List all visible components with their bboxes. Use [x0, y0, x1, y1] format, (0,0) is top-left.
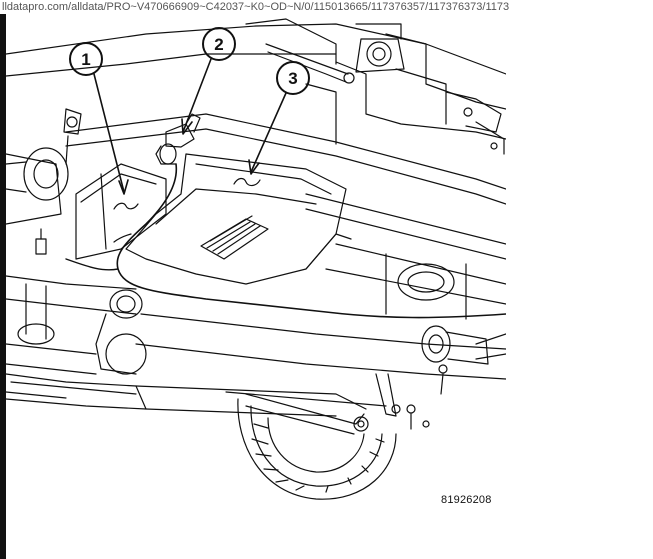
callout-2: 2 — [181, 27, 236, 135]
oxygen-sensor — [155, 113, 201, 165]
rear-clamp — [406, 325, 506, 430]
upper-mount-bolt — [355, 23, 405, 73]
callout-1: 1 — [69, 42, 129, 195]
diagram-svg: 1 2 3 — [6, 18, 506, 500]
page-right-margin — [609, 14, 653, 559]
callout-3: 3 — [248, 61, 310, 175]
callout-2-label: 2 — [214, 35, 223, 54]
rear-axle-linkage — [245, 373, 430, 435]
left-exhaust-components — [6, 108, 82, 255]
left-window-border — [0, 14, 6, 559]
browser-url-bar[interactable]: lldatapro.com/alldata/PRO~V470666909~C42… — [0, 0, 653, 14]
figure-id: 81926208 — [441, 494, 492, 506]
exhaust-pipe — [6, 275, 506, 380]
heat-shield-bracket — [75, 163, 167, 260]
upper-rod — [265, 43, 355, 84]
oxygen-sensor-wire — [116, 163, 506, 319]
rear-tire — [237, 398, 397, 500]
right-upper-bracket — [445, 91, 505, 155]
callout-3-squiggle — [233, 177, 261, 187]
callout-3-label: 3 — [288, 69, 297, 88]
callout-1-label: 1 — [81, 50, 90, 69]
lower-frame-rail — [6, 373, 387, 417]
heat-shield — [125, 153, 352, 285]
oxygen-sensor-wire-left — [65, 258, 119, 271]
crossmember — [305, 193, 506, 320]
exhaust-heat-shield-diagram: 1 2 3 — [6, 14, 506, 544]
callout-1-squiggle — [113, 202, 139, 210]
